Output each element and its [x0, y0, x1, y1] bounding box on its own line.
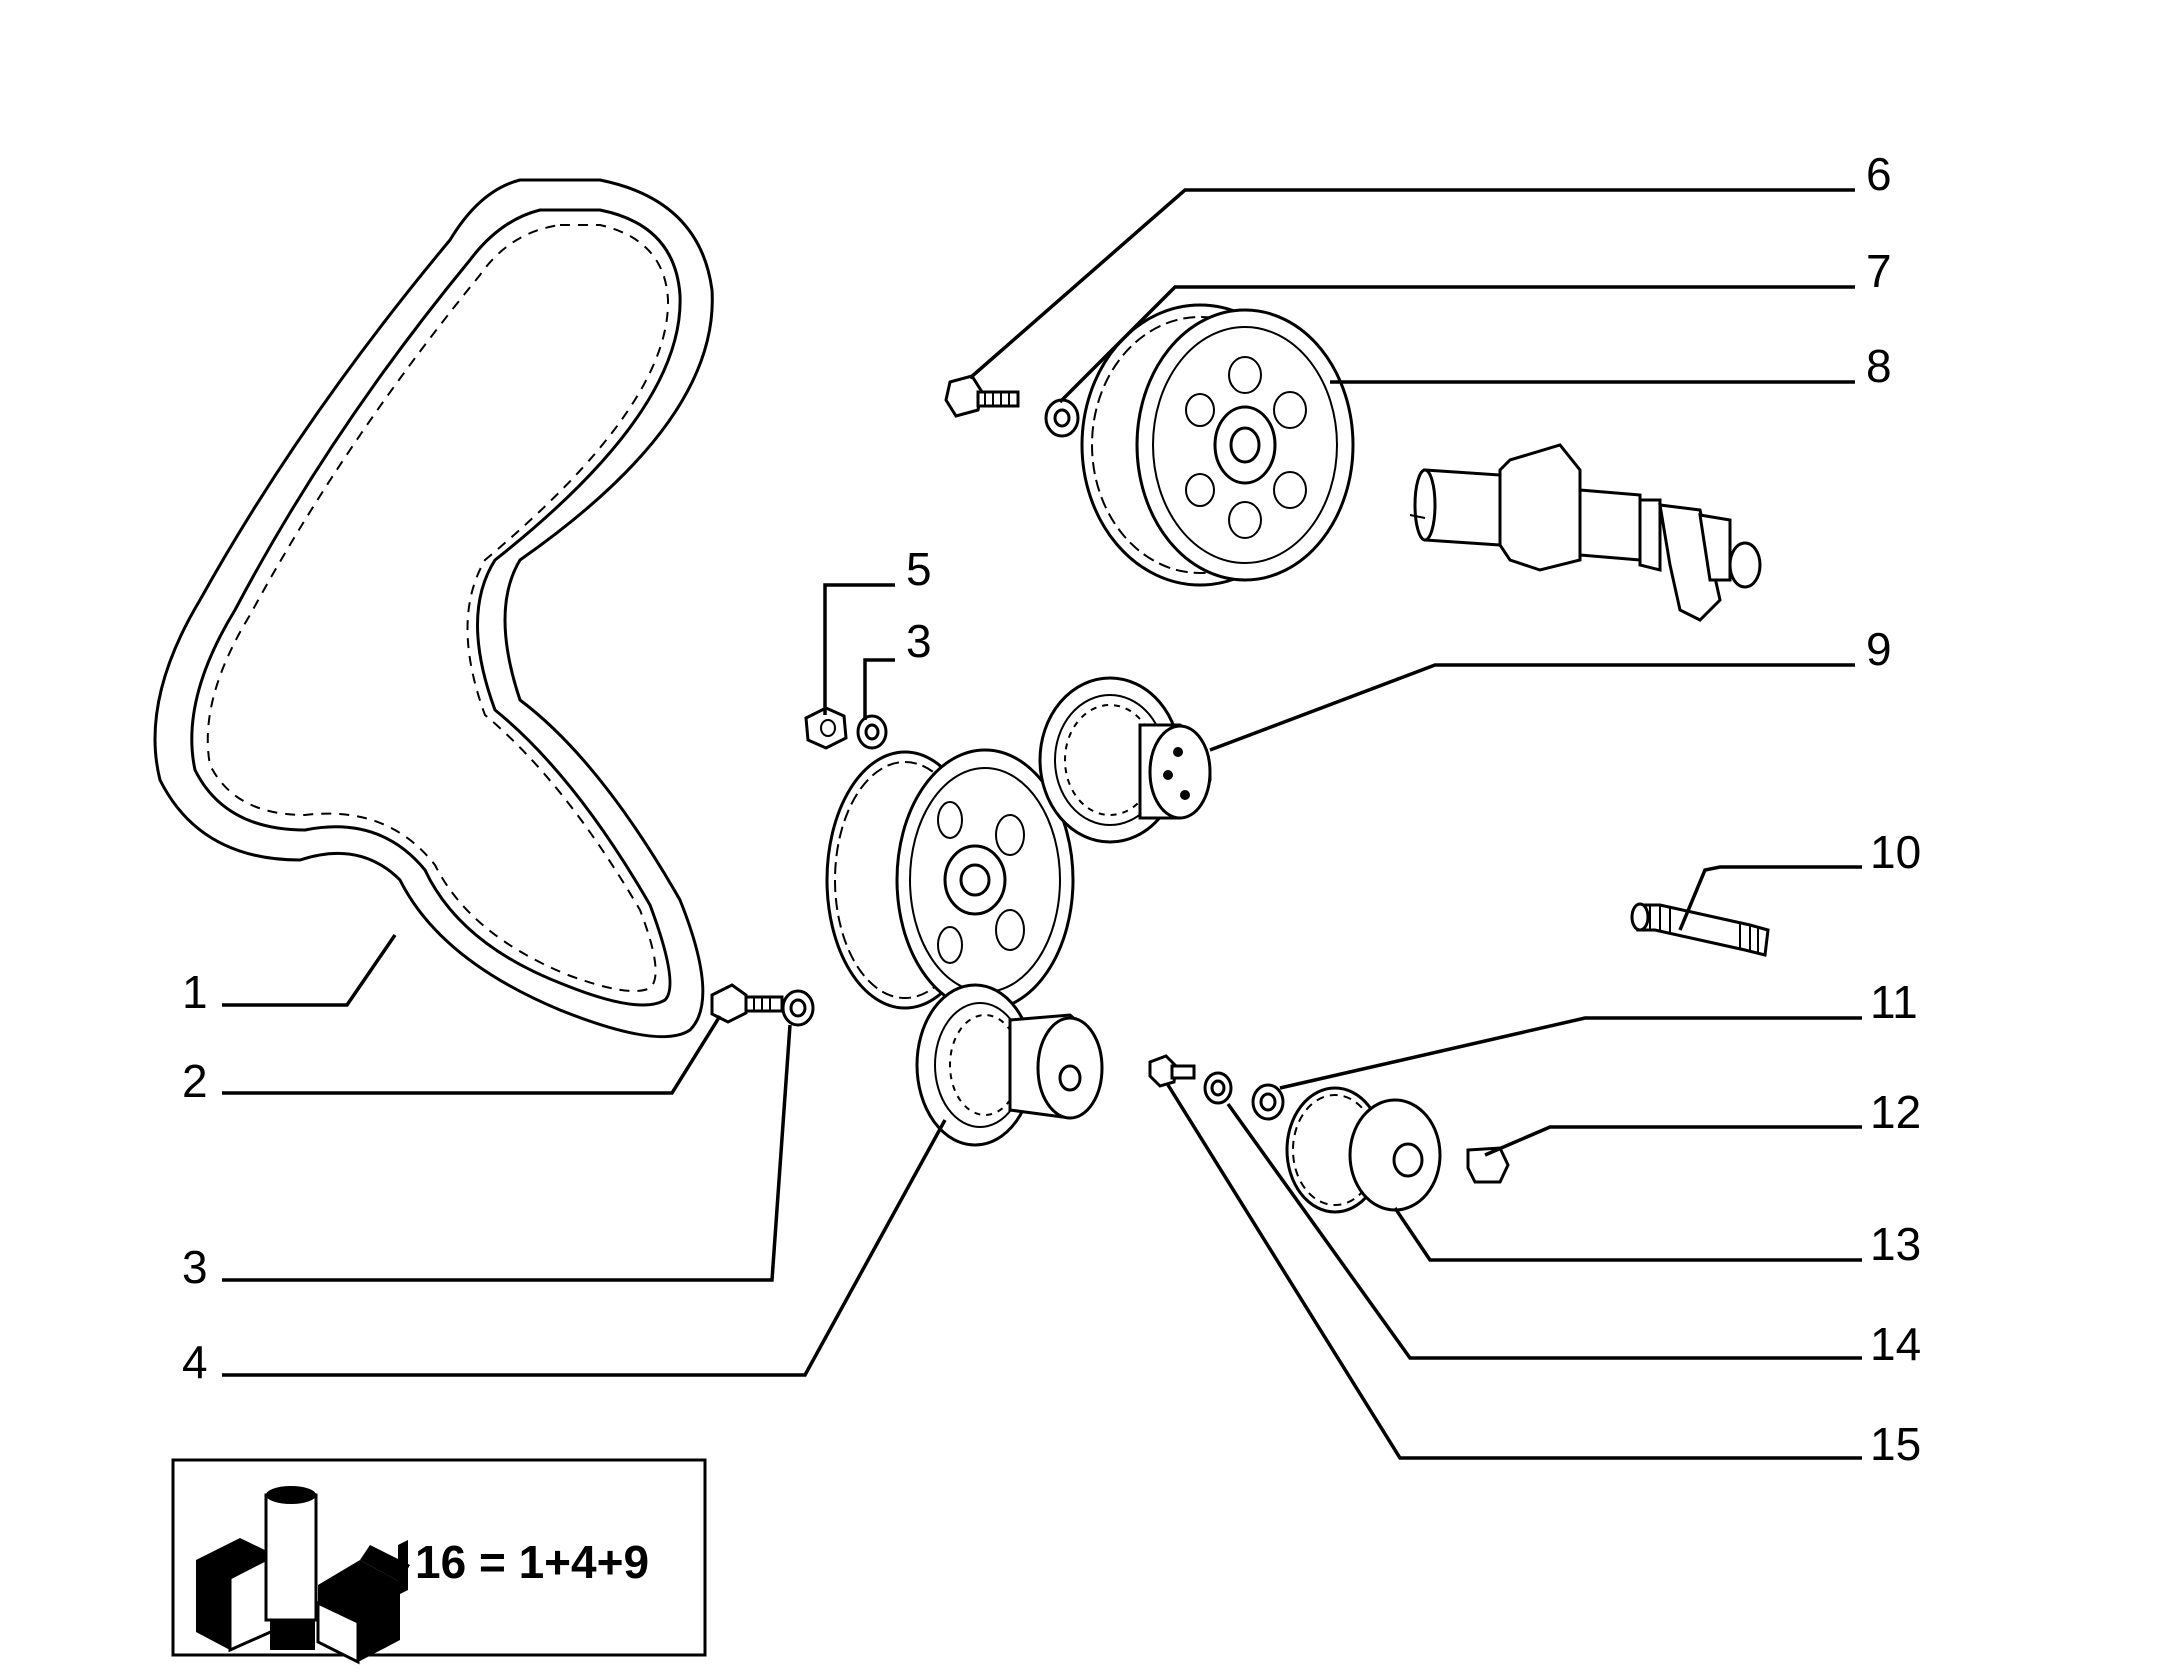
- callout-3-lower: 3: [182, 1241, 208, 1293]
- washer-7: [1044, 398, 1080, 438]
- washer-14: [1203, 1071, 1233, 1105]
- callout-2: 2: [182, 1055, 208, 1107]
- bolt-15: [1148, 1054, 1196, 1088]
- crankshaft-sprocket-13: [1285, 1086, 1442, 1214]
- leader-lines: [222, 188, 1862, 1460]
- callout-14: 14: [1870, 1318, 1921, 1370]
- washer-11: [1251, 1083, 1285, 1121]
- callout-15: 15: [1870, 1418, 1921, 1470]
- kit-formula: 16 = 1+4+9: [415, 1536, 649, 1588]
- callout-11: 11: [1870, 976, 1918, 1028]
- callout-4: 4: [182, 1336, 208, 1388]
- kit-box: 16 = 1+4+9: [171, 1458, 707, 1665]
- stud-10: [1630, 902, 1770, 957]
- bolt-2: [710, 983, 784, 1024]
- callout-7: 7: [1866, 245, 1892, 297]
- callout-6: 6: [1866, 148, 1892, 200]
- idler-4: [915, 983, 1104, 1147]
- callout-8: 8: [1866, 340, 1892, 392]
- tensioner-9: [1038, 676, 1212, 844]
- washer-3-lower: [781, 989, 815, 1027]
- washer-3-upper: [856, 714, 888, 750]
- timing-belt: [153, 178, 714, 1039]
- camshaft-pulley-8: [1080, 303, 1355, 587]
- callout-10: 10: [1870, 826, 1921, 878]
- callout-9: 9: [1866, 623, 1892, 675]
- kit-icon: [196, 1486, 410, 1665]
- callout-3-upper: 3: [906, 615, 932, 667]
- callouts: 1 2 3 4 5 3 6 7 8 9 10 11 12 13 14 15: [182, 148, 1921, 1470]
- pump-pulley: [825, 748, 1075, 1012]
- callout-13: 13: [1870, 1218, 1921, 1270]
- callout-12: 12: [1870, 1086, 1921, 1138]
- callout-1: 1: [182, 966, 208, 1018]
- bolt-6: [944, 374, 1020, 418]
- camshaft: [1409, 443, 1762, 622]
- callout-5: 5: [906, 543, 932, 595]
